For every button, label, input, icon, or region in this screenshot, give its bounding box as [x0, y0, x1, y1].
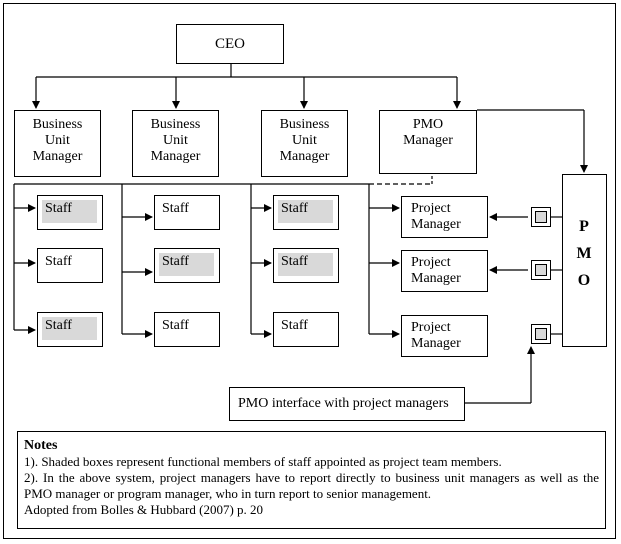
notes-line-2: 2). In the above system, project manager… [24, 470, 599, 501]
bu-label-line1: Business [279, 117, 330, 132]
staff-box: Staff [37, 312, 103, 347]
diagram-frame [3, 3, 616, 539]
business-unit-manager-box-3: Business Unit Manager [261, 110, 348, 177]
ceo-box: CEO [176, 24, 284, 64]
bu-label-line3: Manager [279, 149, 330, 164]
notes-line-1: 1). Shaded boxes represent functional me… [24, 454, 502, 469]
pmo-letter: M [576, 245, 593, 262]
pm-label-line1: Project [411, 255, 451, 270]
pm-label-line2: Manager [411, 217, 461, 232]
pmo-interface-label: PMO interface with project managers [238, 396, 449, 411]
notes-title: Notes [24, 438, 58, 453]
pm-label-line2: Manager [411, 336, 461, 351]
ceo-label: CEO [215, 36, 245, 52]
staff-label: Staff [162, 318, 189, 333]
staff-box: Staff [273, 248, 339, 283]
staff-label: Staff [159, 253, 214, 276]
bu-label-line3: Manager [32, 149, 83, 164]
pmo-letter: P [579, 218, 590, 235]
staff-box: Staff [154, 195, 220, 230]
notes-box: Notes 1). Shaded boxes represent functio… [17, 431, 606, 529]
pmo-interface-box: PMO interface with project managers [229, 387, 465, 421]
staff-label: Staff [278, 200, 333, 223]
business-unit-manager-box-1: Business Unit Manager [14, 110, 101, 177]
staff-label: Staff [45, 254, 72, 269]
project-manager-box-1: Project Manager [401, 196, 488, 238]
project-manager-box-2: Project Manager [401, 250, 488, 292]
bu-label-line3: Manager [150, 149, 201, 164]
bu-label-line1: Business [150, 117, 201, 132]
pmo-manager-box: PMO Manager [379, 110, 477, 174]
staff-box: Staff [37, 248, 103, 283]
interface-square-icon [531, 260, 551, 280]
bu-label-line1: Business [32, 117, 83, 132]
staff-label: Staff [281, 318, 308, 333]
bu-label-line2: Unit [292, 133, 317, 148]
interface-square-icon [531, 324, 551, 344]
pmo-manager-line2: Manager [403, 133, 453, 148]
project-manager-box-3: Project Manager [401, 315, 488, 357]
pm-label-line1: Project [411, 201, 451, 216]
pmo-letter: O [577, 272, 592, 289]
staff-box: Staff [37, 195, 103, 230]
staff-box: Staff [273, 312, 339, 347]
pmo-manager-line1: PMO [412, 117, 444, 132]
pm-label-line2: Manager [411, 271, 461, 286]
staff-label: Staff [278, 253, 333, 276]
staff-box: Staff [154, 248, 220, 283]
staff-label: Staff [42, 317, 97, 340]
bu-label-line2: Unit [163, 133, 188, 148]
pm-label-line1: Project [411, 320, 451, 335]
staff-box: Staff [273, 195, 339, 230]
interface-square-icon [531, 207, 551, 227]
staff-label: Staff [162, 201, 189, 216]
bu-label-line2: Unit [45, 133, 70, 148]
staff-label: Staff [42, 200, 97, 223]
business-unit-manager-box-2: Business Unit Manager [132, 110, 219, 177]
staff-box: Staff [154, 312, 220, 347]
notes-line-3: Adopted from Bolles & Hubbard (2007) p. … [24, 502, 264, 517]
pmo-box: P M O [562, 174, 607, 347]
